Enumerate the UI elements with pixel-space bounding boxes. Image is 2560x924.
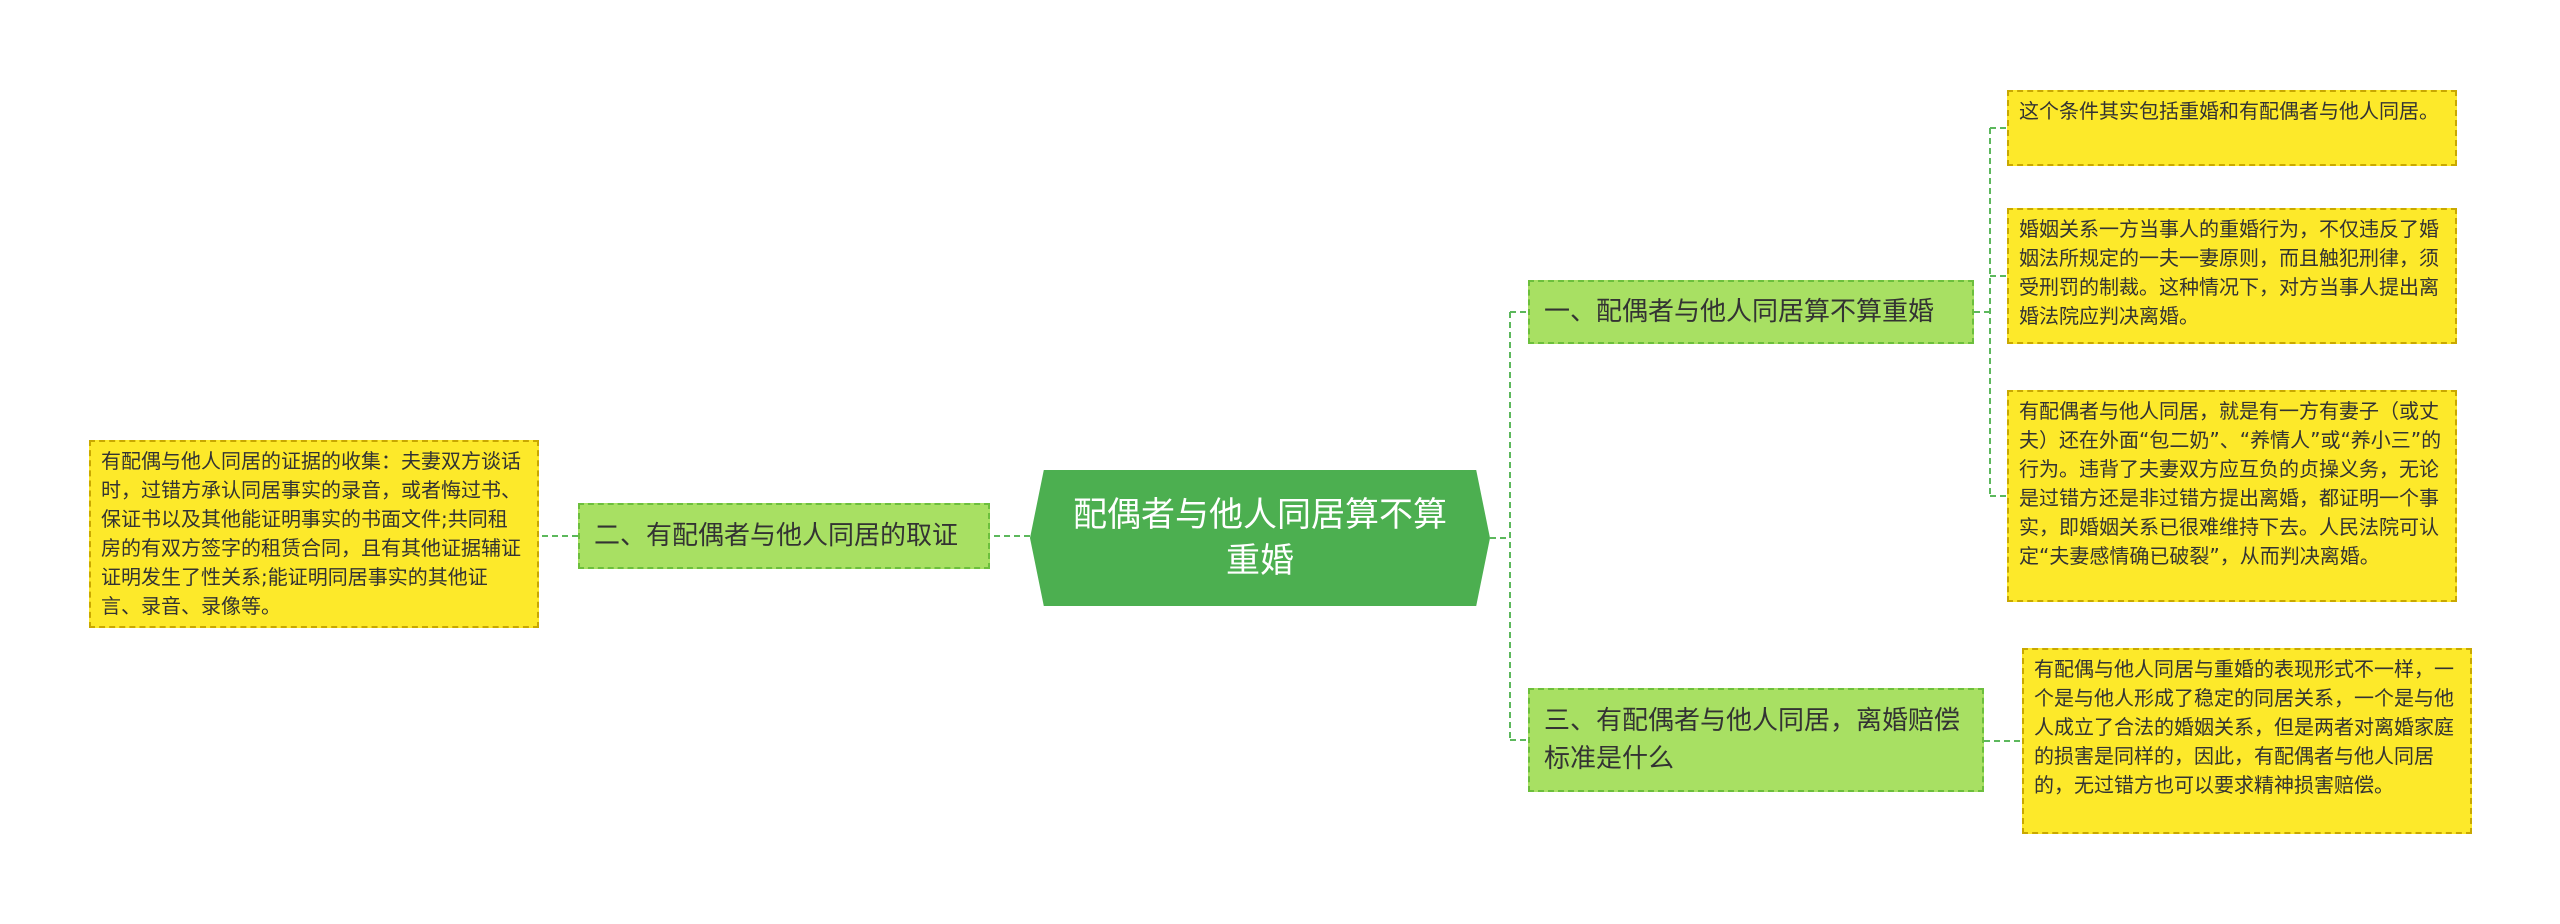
leaf-note-text: 婚姻关系一方当事人的重婚行为，不仅违反了婚姻法所规定的一夫一妻原则，而且触犯刑律… bbox=[2019, 217, 2439, 328]
leaf-note-2[interactable]: 婚姻关系一方当事人的重婚行为，不仅违反了婚姻法所规定的一夫一妻原则，而且触犯刑律… bbox=[2007, 208, 2457, 344]
leaf-note-text: 有配偶与他人同居的证据的收集：夫妻双方谈话时，过错方承认同居事实的录音，或者悔过… bbox=[101, 449, 521, 618]
leaf-note-1[interactable]: 这个条件其实包括重婚和有配偶者与他人同居。 bbox=[2007, 90, 2457, 166]
leaf-note-text: 有配偶与他人同居与重婚的表现形式不一样，一个是与他人形成了稳定的同居关系，一个是… bbox=[2034, 657, 2454, 797]
leaf-note-text: 有配偶者与他人同居，就是有一方有妻子（或丈夫）还在外面“包二奶”、“养情人”或“… bbox=[2019, 399, 2442, 568]
root-topic-label: 配偶者与他人同居算不算重婚 bbox=[1073, 495, 1447, 581]
branch-topic-1[interactable]: 一、配偶者与他人同居算不算重婚 bbox=[1528, 280, 1974, 344]
leaf-note-3[interactable]: 有配偶者与他人同居，就是有一方有妻子（或丈夫）还在外面“包二奶”、“养情人”或“… bbox=[2007, 390, 2457, 602]
branch-topic-2[interactable]: 二、有配偶者与他人同居的取证 bbox=[578, 503, 990, 569]
root-topic[interactable]: 配偶者与他人同居算不算重婚 bbox=[1030, 470, 1490, 606]
branch-topic-label: 一、配偶者与他人同居算不算重婚 bbox=[1544, 297, 1935, 327]
leaf-note-5[interactable]: 有配偶与他人同居的证据的收集：夫妻双方谈话时，过错方承认同居事实的录音，或者悔过… bbox=[89, 440, 539, 628]
leaf-note-text: 这个条件其实包括重婚和有配偶者与他人同居。 bbox=[2019, 99, 2439, 123]
branch-topic-label: 二、有配偶者与他人同居的取证 bbox=[594, 521, 959, 551]
branch-topic-3[interactable]: 三、有配偶者与他人同居，离婚赔偿标准是什么 bbox=[1528, 688, 1984, 792]
branch-topic-label: 三、有配偶者与他人同居，离婚赔偿标准是什么 bbox=[1544, 706, 1961, 774]
leaf-note-4[interactable]: 有配偶与他人同居与重婚的表现形式不一样，一个是与他人形成了稳定的同居关系，一个是… bbox=[2022, 648, 2472, 834]
